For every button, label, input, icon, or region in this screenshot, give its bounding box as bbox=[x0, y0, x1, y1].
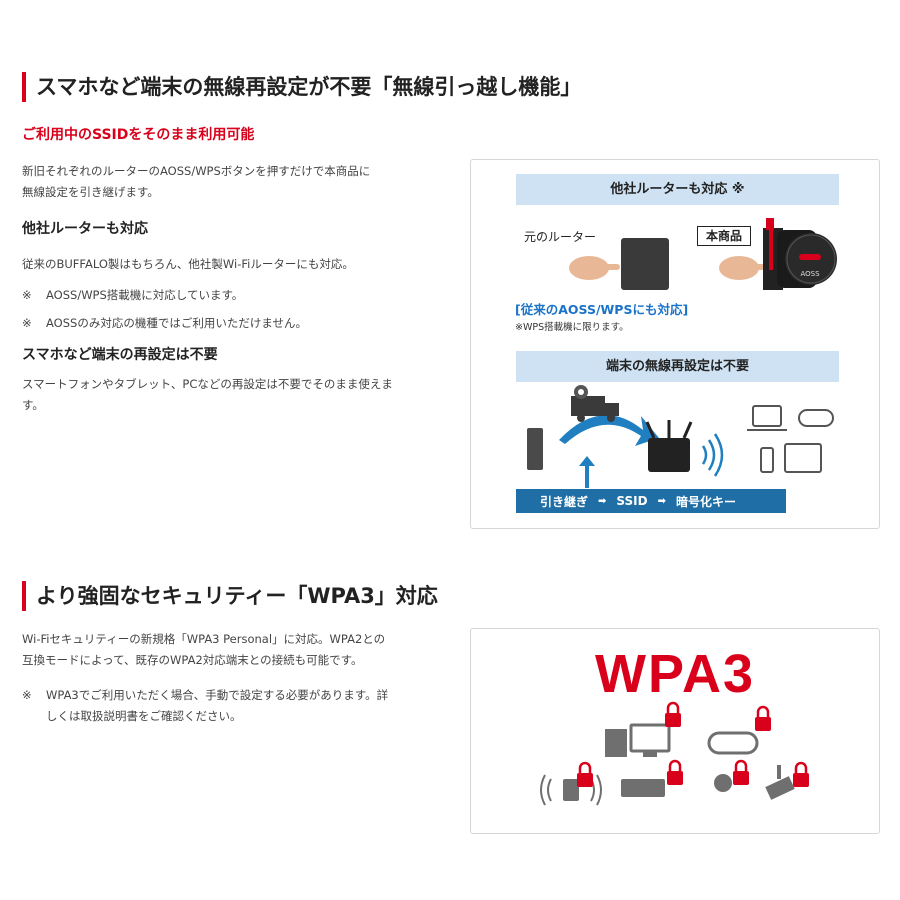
note-mark: ※ bbox=[22, 688, 32, 702]
desktop-tower-icon bbox=[605, 729, 627, 757]
wps-only-note: ※WPS搭載機に限ります。 bbox=[515, 322, 629, 333]
ssid-subheading: ご利用中のSSIDをそのまま利用可能 bbox=[22, 127, 255, 143]
device-reconfig-band: 端末の無線再設定は不要 bbox=[516, 351, 839, 382]
air-conditioner-icon bbox=[621, 779, 665, 797]
intro-line: 無線設定を引き継げます。 bbox=[22, 185, 159, 199]
intro-paragraph: 新旧それぞれのルーターのAOSS/WPSボタンを押すだけで本商品に 無線設定を引… bbox=[22, 161, 442, 203]
aoss-wps-caption: [従来のAOSS/WPSにも対応] bbox=[515, 302, 689, 317]
note-item: ※ AOSS/WPS搭載機に対応しています。 bbox=[22, 285, 442, 306]
device-paragraph: スマートフォンやタブレット、PCなどの再設定は不要でそのまま使えま す。 bbox=[22, 374, 442, 416]
bar-item: 暗号化キー bbox=[675, 494, 736, 509]
wpa3-logo: WPA3 bbox=[594, 644, 755, 704]
lock-icon bbox=[577, 761, 593, 787]
intro-line: 新旧それぞれのルーターのAOSS/WPSボタンを押すだけで本商品に bbox=[22, 164, 371, 178]
bar-item: SSID bbox=[616, 494, 648, 508]
smart-speaker-icon bbox=[563, 779, 579, 801]
curved-arrow-icon bbox=[559, 415, 659, 446]
other-router-title: 他社ルーターも対応 bbox=[22, 221, 148, 237]
truck-icon bbox=[571, 385, 619, 422]
laptop-icon bbox=[752, 405, 782, 427]
hand-pointing-icon bbox=[719, 256, 768, 280]
other-router-text: 従来のBUFFALO製はもちろん、他社製Wi-Fiルーターにも対応。 bbox=[22, 257, 354, 271]
migration-illustration: AOSS bbox=[527, 218, 837, 488]
note-text: AOSS/WPS搭載機に対応しています。 bbox=[46, 288, 244, 302]
note-text: しくは取扱説明書をご確認ください。 bbox=[46, 709, 242, 723]
section-heading: より強固なセキュリティー「WPA3」対応 bbox=[22, 581, 438, 611]
smartphone-icon bbox=[760, 447, 774, 473]
note-mark: ※ bbox=[22, 288, 32, 302]
note-text: WPA3でご利用いただく場合、手動で設定する必要があります。詳 bbox=[46, 688, 389, 702]
aoss-label: AOSS bbox=[800, 270, 820, 278]
bulb-icon bbox=[714, 774, 732, 792]
migration-flow-bar: 引き継ぎ ➡ SSID ➡ 暗号化キー bbox=[516, 489, 786, 513]
lock-icon bbox=[667, 759, 683, 785]
note-item: ※ AOSSのみ対応の機種ではご利用いただけません。 bbox=[22, 313, 442, 334]
lock-icon bbox=[733, 759, 749, 785]
device-line: す。 bbox=[22, 398, 44, 412]
camera-icon bbox=[765, 776, 795, 800]
section-wpa3: より強固なセキュリティー「WPA3」対応 Wi-Fiセキュリティーの新規格「WP… bbox=[0, 560, 900, 880]
note-text: AOSSのみ対応の機種ではご利用いただけません。 bbox=[46, 316, 307, 330]
note-mark: ※ bbox=[22, 316, 32, 330]
lock-icon bbox=[755, 705, 771, 731]
wpa3-device-illustration bbox=[540, 701, 809, 806]
wpa3-figure-card: WPA3 bbox=[470, 628, 880, 834]
device-icons bbox=[747, 405, 834, 473]
lock-icon bbox=[793, 761, 809, 787]
new-router-label: 本商品 bbox=[697, 226, 752, 246]
wifi-signal-icon bbox=[701, 433, 724, 477]
old-router-label: 元のルーター bbox=[524, 230, 597, 244]
lock-icon bbox=[665, 701, 681, 727]
monitor-icon bbox=[629, 723, 671, 753]
arrow-up-icon bbox=[579, 456, 595, 466]
lock-icons bbox=[577, 701, 809, 787]
migration-figure-card: 他社ルーターも対応 ※ 元のルーター 本商品 bbox=[470, 159, 880, 529]
bar-item: 引き継ぎ bbox=[540, 494, 589, 509]
game-console-icon bbox=[707, 731, 759, 755]
arrow-right-icon: ➡ bbox=[657, 495, 666, 507]
section-heading: スマホなど端末の無線再設定が不要「無線引っ越し機能」 bbox=[22, 72, 581, 102]
old-router-icon bbox=[621, 238, 669, 290]
game-console-icon bbox=[798, 409, 834, 427]
new-router-icon bbox=[645, 420, 693, 472]
other-router-band: 他社ルーターも対応 ※ bbox=[516, 174, 839, 205]
device-title: スマホなど端末の再設定は不要 bbox=[22, 347, 218, 363]
new-router-icon: AOSS bbox=[763, 218, 837, 290]
wpa3-line: Wi-Fiセキュリティーの新規格「WPA3 Personal」に対応。WPA2と… bbox=[22, 632, 386, 646]
section-wireless-migration: スマホなど端末の無線再設定が不要「無線引っ越し機能」 ご利用中のSSIDをそのま… bbox=[22, 72, 880, 529]
wpa3-line: 互換モードによって、既存のWPA2対応端末との接続も可能です。 bbox=[22, 653, 363, 667]
hand-pointing-icon bbox=[569, 256, 620, 280]
wpa3-note: ※ WPA3でご利用いただく場合、手動で設定する必要があります。詳 しくは取扱説… bbox=[22, 685, 442, 727]
arrow-right-icon: ➡ bbox=[598, 495, 607, 507]
old-router-icon bbox=[527, 428, 543, 470]
device-line: スマートフォンやタブレット、PCなどの再設定は不要でそのまま使えま bbox=[22, 377, 393, 391]
tablet-icon bbox=[784, 443, 822, 473]
wpa3-paragraph: Wi-Fiセキュリティーの新規格「WPA3 Personal」に対応。WPA2と… bbox=[22, 629, 442, 671]
